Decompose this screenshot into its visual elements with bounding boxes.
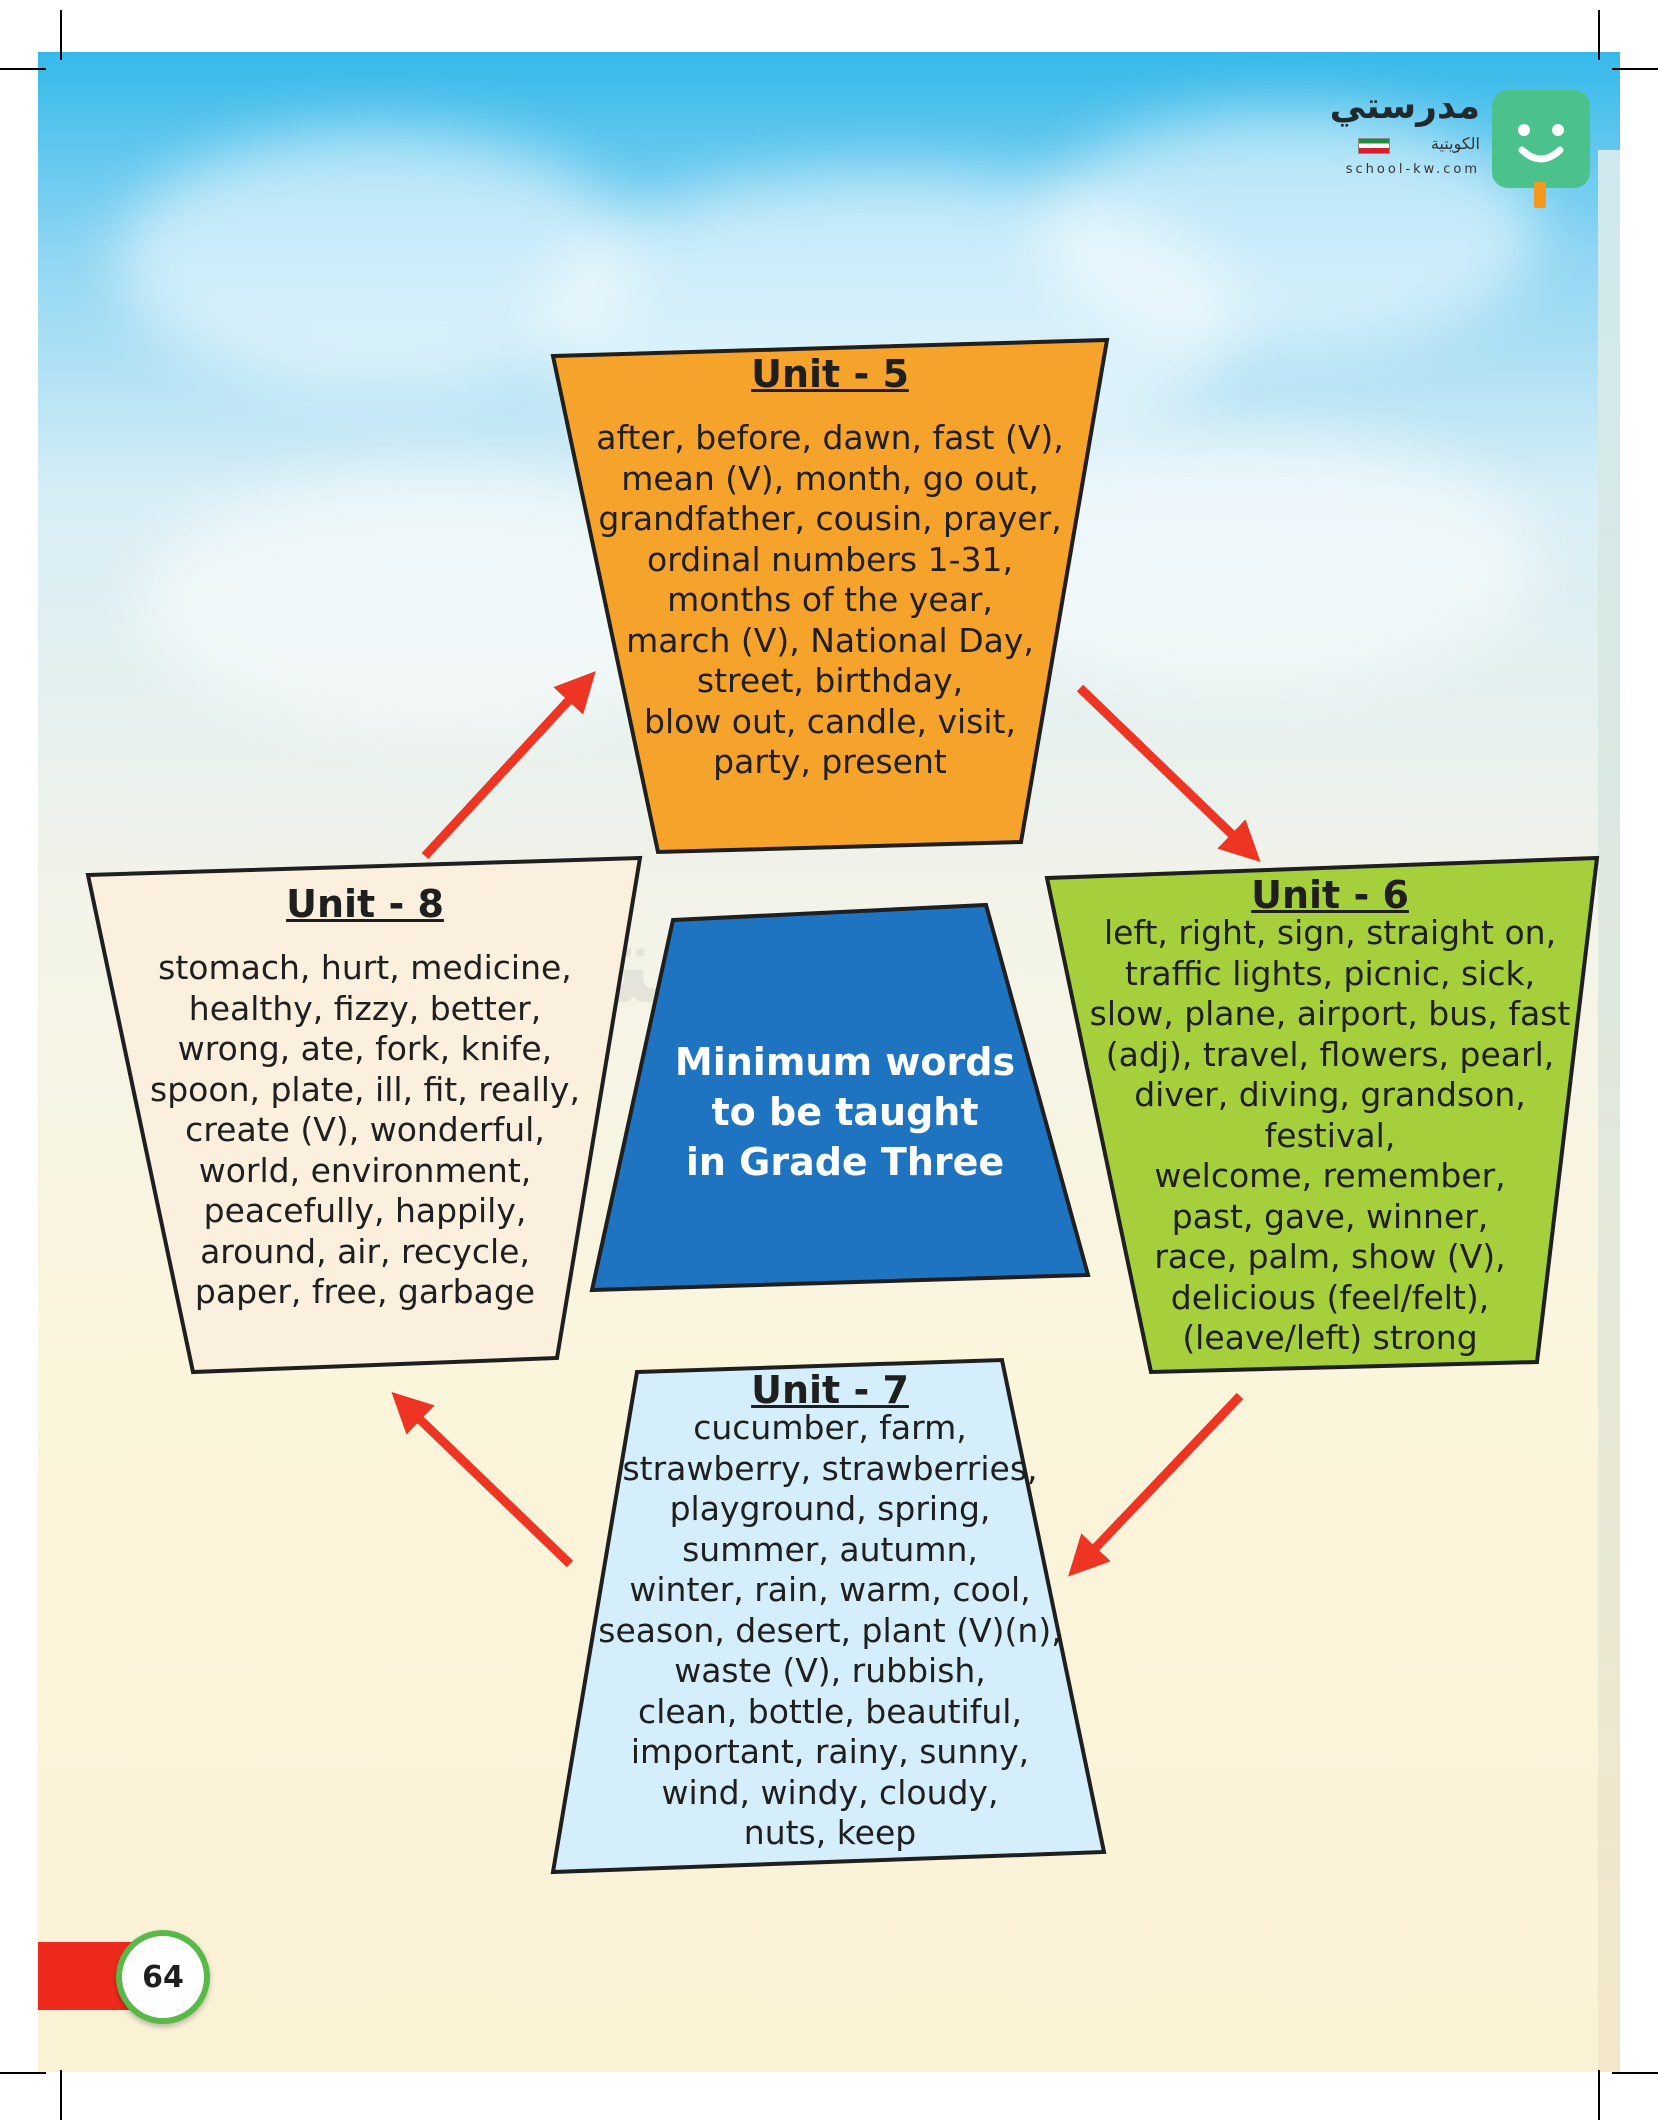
unit-5-word-line: street, birthday, — [696, 661, 964, 700]
unit-6-word-line: festival, — [1264, 1115, 1396, 1155]
arrow-unit7-to-unit8 — [391, 1391, 574, 1568]
unit-7-word-line: playground, spring, — [669, 1489, 991, 1528]
unit-6-word-line: (leave/left) strong — [1182, 1318, 1478, 1357]
unit-8-word-line: create (V), wonderful, — [185, 1110, 545, 1149]
unit-5-box — [550, 337, 1110, 855]
unit-6-word-line: past, gave, winner, — [1171, 1196, 1489, 1236]
unit-7-word-line: summer, autumn, — [682, 1529, 978, 1569]
unit-6-word-line: welcome, remember, — [1154, 1156, 1506, 1195]
unit-5-word-line: ordinal numbers 1-31, — [647, 539, 1013, 579]
unit-6-word-line: (adj), travel, flowers, pearl, — [1105, 1034, 1555, 1074]
center-heading: Minimum words to be taught in Grade Thre… — [660, 1037, 1030, 1187]
page-edge-strip — [1598, 150, 1620, 2072]
unit-5-word-line: march (V), National Day, — [626, 620, 1034, 660]
center-box — [589, 902, 1091, 1293]
unit-7-word-line: season, desert, plant (V)(n), — [598, 1610, 1062, 1650]
unit-6-title: Unit - 6 — [1251, 873, 1409, 917]
unit-7-word-line: clean, bottle, beautiful, — [638, 1691, 1022, 1731]
unit-7-content: Unit - 7 cucumber, farm, strawberry, str… — [580, 1368, 1080, 1854]
unit-5-word-line: party, present — [713, 742, 947, 781]
crop-mark — [1612, 2072, 1658, 2074]
arrow-unit6-to-unit7 — [1068, 1392, 1244, 1577]
arrow-unit5-to-unit6 — [1076, 684, 1261, 863]
unit-6-word-line: left, right, sign, straight on, — [1103, 913, 1557, 952]
crop-mark — [1598, 2070, 1600, 2120]
unit-8-word-line: peacefully, happily, — [203, 1191, 527, 1230]
unit-8-word-line: wrong, ate, fork, knife, — [177, 1029, 553, 1068]
unit-5-content: Unit - 5 after, before, dawn, fast (V), … — [585, 352, 1075, 783]
unit-8-word-line: stomach, hurt, medicine, — [158, 948, 572, 987]
unit-6-box — [1044, 855, 1600, 1375]
center-heading-line: in Grade Three — [685, 1140, 1005, 1184]
center-heading-line: to be taught — [711, 1090, 979, 1134]
crop-mark — [1598, 10, 1600, 60]
unit-6-word-line: diver, diving, grandson, — [1134, 1075, 1526, 1114]
unit-8-word-line: world, environment, — [198, 1150, 532, 1190]
unit-8-content: Unit - 8 stomach, hurt, medicine, health… — [130, 882, 600, 1313]
page-number: 64 — [116, 1930, 210, 2024]
unit-8-title: Unit - 8 — [286, 882, 444, 926]
unit-7-box — [550, 1357, 1107, 1875]
unit-5-word-line: months of the year, — [667, 580, 993, 619]
unit-7-word-line: strawberry, strawberries, — [622, 1448, 1038, 1488]
crop-mark — [0, 2072, 46, 2074]
logo-name: مدرستي — [1329, 86, 1480, 127]
crop-mark — [1612, 68, 1658, 70]
unit-7-word-line: winter, rain, warm, cool, — [629, 1570, 1031, 1609]
unit-6-content: Unit - 6 left, right, sign, straight on,… — [1085, 873, 1575, 1359]
unit-8-word-line: spoon, plate, ill, fit, really, — [150, 1069, 580, 1109]
unit-6-word-line: delicious (feel/felt), — [1170, 1277, 1490, 1317]
unit-7-word-line: cucumber, farm, — [693, 1408, 967, 1447]
unit-5-word-line: grandfather, cousin, prayer, — [598, 499, 1062, 538]
unit-7-word-line: wind, windy, cloudy, — [661, 1772, 999, 1812]
unit-8-box — [85, 855, 643, 1375]
unit-6-word-line: slow, plane, airport, bus, fast — [1089, 994, 1571, 1033]
logo-url: school-kw.com — [1345, 162, 1480, 177]
logo-subtitle: الكويتية — [1430, 134, 1480, 153]
unit-8-word-line: paper, free, garbage — [194, 1272, 536, 1311]
arrow-unit8-to-unit5 — [421, 671, 596, 860]
crop-mark — [60, 10, 62, 60]
unit-6-word-line: traffic lights, picnic, sick, — [1124, 953, 1536, 993]
logo-tile-icon — [1492, 90, 1590, 208]
center-heading-line: Minimum words — [674, 1040, 1016, 1084]
unit-5-word-line: after, before, dawn, fast (V), — [596, 418, 1064, 457]
unit-7-word-line: nuts, keep — [743, 1813, 917, 1852]
unit-5-title: Unit - 5 — [751, 352, 909, 396]
unit-8-word-line: healthy, fizzy, better, — [188, 988, 542, 1028]
unit-8-word-line: around, air, recycle, — [200, 1231, 530, 1271]
crop-mark — [0, 68, 46, 70]
unit-5-word-line: mean (V), month, go out, — [621, 458, 1039, 498]
unit-6-word-line: race, palm, show (V), — [1154, 1237, 1506, 1276]
unit-7-word-line: waste (V), rubbish, — [674, 1651, 986, 1690]
crop-mark — [60, 2070, 62, 2120]
unit-5-word-line: blow out, candle, visit, — [644, 701, 1016, 741]
school-logo: مدرستي الكويتية school-kw.com — [1330, 86, 1590, 208]
unit-7-word-line: important, rainy, sunny, — [630, 1732, 1030, 1771]
unit-7-title: Unit - 7 — [751, 1368, 909, 1412]
kuwait-flag-icon — [1358, 138, 1390, 154]
